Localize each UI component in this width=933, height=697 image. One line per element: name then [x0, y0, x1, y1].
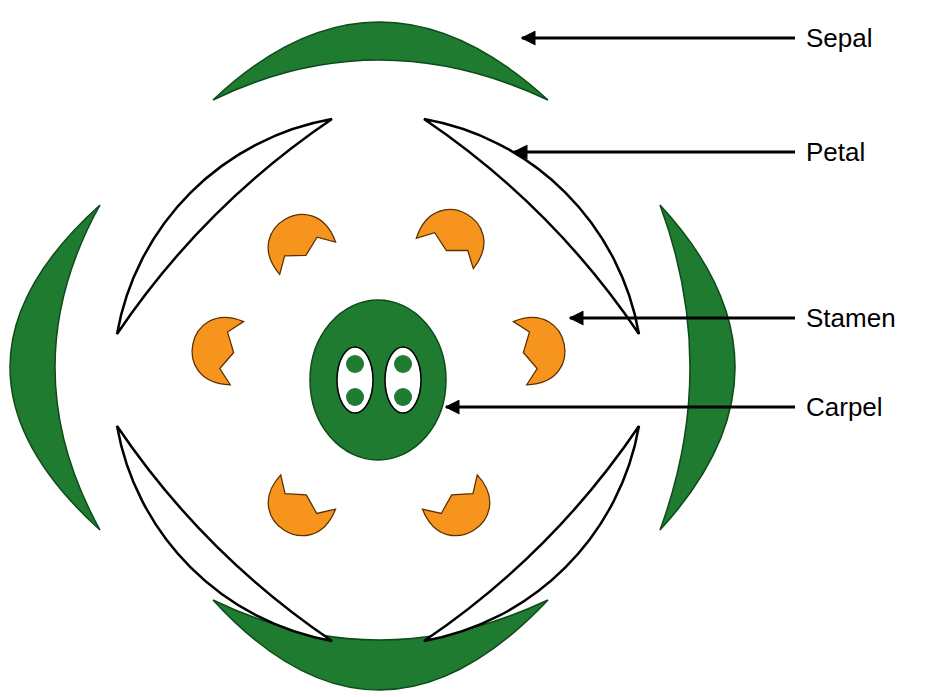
- part-label: Carpel: [806, 392, 883, 422]
- part-label: Sepal: [806, 23, 873, 53]
- leader-arrow: [522, 37, 795, 40]
- stamen-shape: [422, 474, 502, 548]
- leader-arrow: [570, 317, 795, 320]
- stamen-shape: [415, 198, 495, 269]
- leader-arrow: [446, 406, 795, 409]
- stamen-shape: [186, 311, 244, 386]
- stamen-shape: [256, 474, 336, 548]
- carpel-shape: [310, 300, 446, 460]
- sepal-shape: [660, 205, 735, 530]
- part-label: Stamen: [806, 303, 896, 333]
- stamen-shape: [513, 311, 571, 386]
- leader-arrow: [514, 151, 795, 154]
- stamen-shape: [256, 203, 336, 275]
- sepal-shape: [213, 22, 548, 100]
- part-label: Petal: [806, 137, 865, 167]
- sepal-shape: [10, 205, 100, 530]
